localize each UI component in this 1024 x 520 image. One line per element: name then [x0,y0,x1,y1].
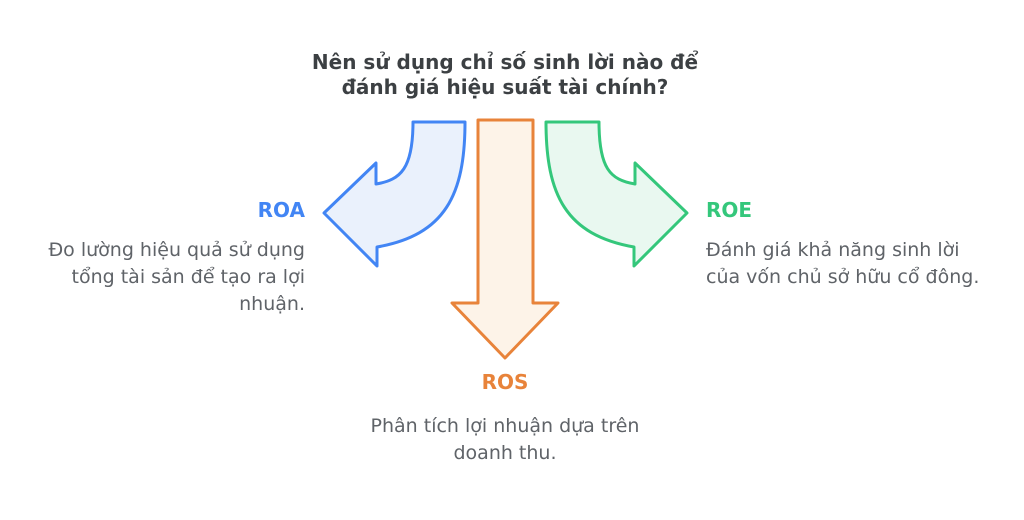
text-line: của vốn chủ sở hữu cổ đông. [706,266,980,288]
straight-arrow-down-icon [450,118,560,360]
roe-label: ROE [706,198,753,222]
text-line: doanh thu. [453,442,557,464]
title-line-2: đánh giá hiệu suất tài chính? [341,75,669,99]
page-title: Nên sử dụng chỉ số sinh lời nào để đánh … [205,50,805,100]
roa-description: Đo lường hiệu quả sử dụng tổng tài sản đ… [5,237,305,318]
text-line: Phân tích lợi nhuận dựa trên [370,415,640,437]
ros-description: Phân tích lợi nhuận dựa trên doanh thu. [305,413,705,467]
curved-arrow-left-icon [322,120,467,268]
text-line: tổng tài sản để tạo ra lợi [71,266,305,288]
text-line: Đánh giá khả năng sinh lời [706,239,960,261]
roe-description: Đánh giá khả năng sinh lời của vốn chủ s… [706,237,1018,291]
text-line: Đo lường hiệu quả sử dụng [48,239,305,261]
ros-label: ROS [481,370,529,394]
curved-arrow-right-icon [544,120,689,268]
roa-label: ROA [257,198,305,222]
text-line: nhuận. [239,293,305,315]
title-line-1: Nên sử dụng chỉ số sinh lời nào để [311,50,699,74]
